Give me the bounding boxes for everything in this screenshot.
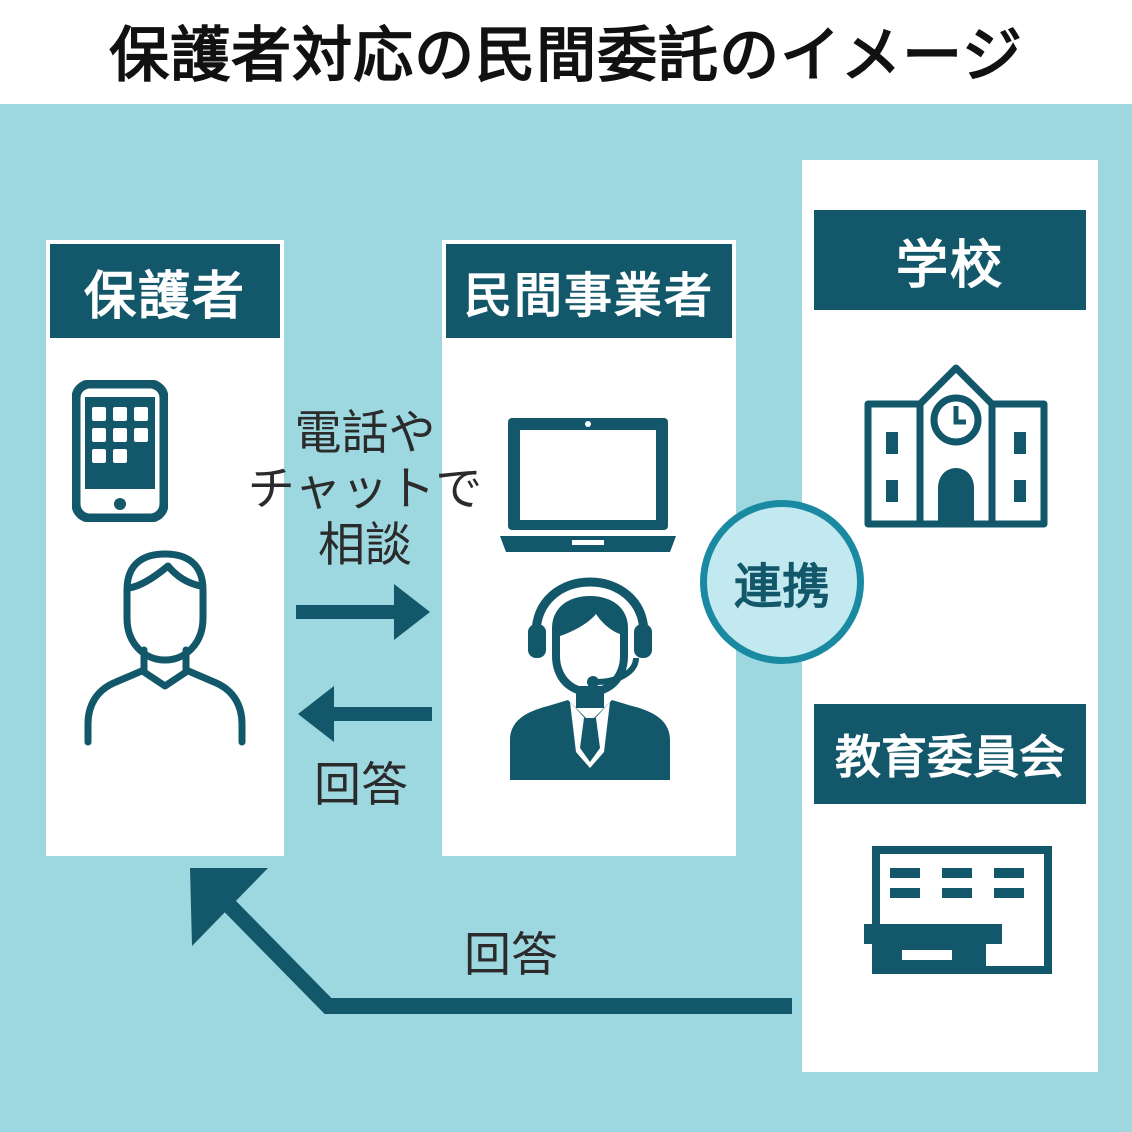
answer-label-board: 回答	[464, 928, 558, 983]
headset-operator-icon	[508, 572, 672, 782]
consult-line-3: 相談	[318, 518, 412, 573]
office-building-icon	[862, 846, 1054, 978]
person-icon	[80, 546, 250, 746]
contractor-heading: 民間事業者	[446, 244, 732, 338]
parents-card	[46, 240, 284, 856]
smartphone-icon	[72, 380, 168, 522]
consult-line-2: チャットで	[247, 462, 483, 517]
school-heading: 学校	[814, 210, 1086, 310]
laptop-icon	[500, 414, 676, 556]
board-heading: 教育委員会	[814, 704, 1086, 804]
consult-arrow	[296, 582, 432, 642]
answer-arrow-contractor	[296, 684, 432, 744]
page-title: 保護者対応の民間委託のイメージ	[109, 20, 1023, 91]
consult-label: 電話や チャットで 相談	[240, 406, 490, 574]
school-building-icon	[864, 356, 1048, 530]
answer-label-contractor: 回答	[314, 758, 408, 813]
cooperation-badge: 連携	[700, 500, 864, 664]
answer-arrow-board	[180, 862, 796, 1028]
parents-heading: 保護者	[50, 244, 280, 338]
consult-line-1: 電話や	[294, 406, 436, 461]
